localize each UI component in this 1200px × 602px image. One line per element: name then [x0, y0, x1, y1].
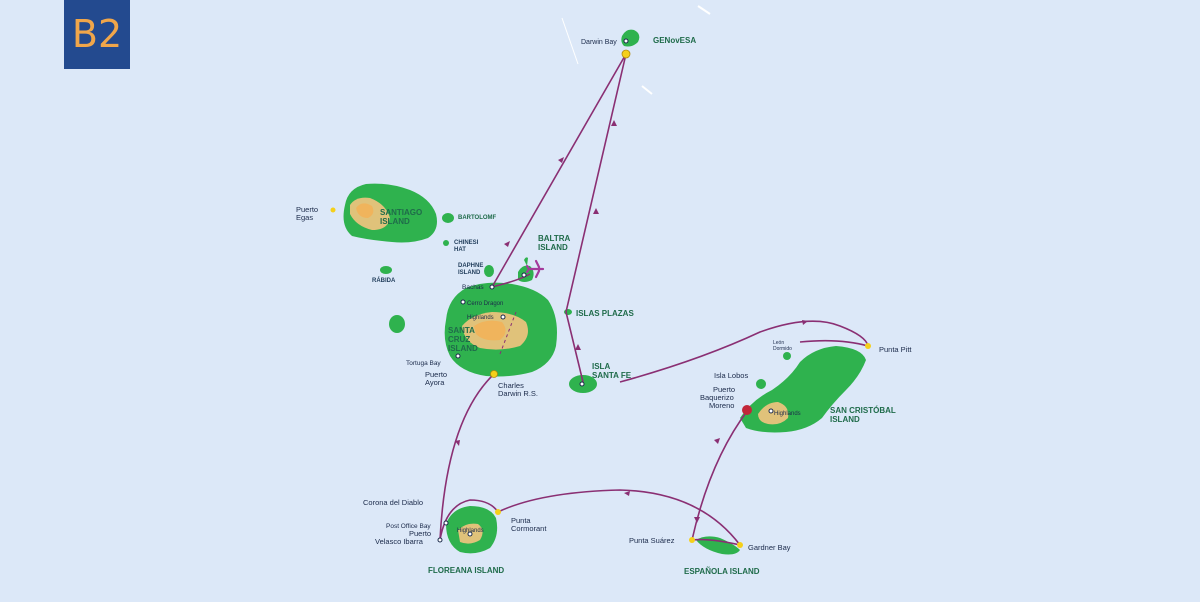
santa-cruz-island: [444, 282, 557, 377]
label-corona-del-diablo: Corona del Diablo: [363, 498, 423, 507]
rabida-island: [380, 266, 392, 274]
label-cerro-dragon: Cerro Dragon: [467, 301, 503, 307]
label-santa-cruz: ISLAND: [448, 344, 478, 353]
port-puerto-baquerizo: [742, 405, 752, 415]
santiago-island: [343, 183, 437, 243]
label-puerto-ayora: Ayora: [425, 378, 445, 387]
label-isla-lobos: Isla Lobos: [714, 371, 748, 380]
label-leon-dormido: Dormido: [773, 346, 792, 352]
label-baltra: BALTRA: [538, 234, 571, 243]
label-bartolome: BARTOLOMF: [458, 215, 497, 221]
label-baltra: ISLAND: [538, 243, 568, 252]
label-puerto-baquerizo: Moreno: [709, 401, 734, 410]
label-puerto-velasco: Velasco Ibarra: [375, 537, 424, 546]
label-punta-cormorant: Punta: [511, 516, 531, 525]
stop-puerto-egas: [330, 207, 336, 213]
stop-charles-darwin: [490, 370, 498, 378]
genovesa-island: [621, 29, 640, 47]
label-punta-suarez: Punta Suárez: [629, 536, 675, 545]
isla-lobos-islet: [756, 379, 766, 389]
label-chinese-hat: HAT: [454, 247, 466, 253]
label-puerto-velasco: Puerto: [409, 529, 431, 538]
label-charles-darwin: Darwin R.S.: [498, 389, 538, 398]
stop-punta-cormorant: [495, 509, 501, 515]
label-san-cristobal: ISLAND: [830, 415, 860, 424]
map-artifact: [697, 5, 711, 15]
daphne-island: [484, 265, 494, 277]
label-genovesa: GENovESA: [653, 36, 696, 45]
label-gardner-bay: Gardner Bay: [748, 543, 791, 552]
route-lines: [439, 53, 869, 546]
stop-gardner-bay: [737, 542, 743, 548]
airplane-icon: [525, 259, 545, 279]
bartolome-island: [442, 213, 454, 223]
route-arrows: [455, 120, 808, 523]
chinese-hat-island: [443, 240, 449, 246]
label-punta-pitt: Punta Pitt: [879, 345, 912, 354]
label-daphne: ISLAND: [458, 270, 481, 276]
label-rabida: RÁBIDA: [372, 277, 396, 284]
label-daphne: DAPHNE: [458, 263, 483, 269]
itinerary-badge: B2: [64, 0, 130, 69]
label-punta-cormorant: Cormorant: [511, 524, 547, 533]
label-santa-fe: ISLA: [592, 362, 610, 371]
stop-punta-pitt: [865, 343, 871, 349]
label-santa-cruz: CRUZ: [448, 335, 470, 344]
label-puerto-egas: Puerto: [296, 205, 318, 214]
route-stops: [330, 49, 871, 548]
label-highlands-floreana: Highlands: [457, 528, 484, 534]
leon-dormido-islet: [783, 352, 791, 360]
label-puerto-baquerizo: Baquerizo: [700, 393, 734, 402]
label-highlands-santa-cruz: Highlands: [467, 315, 494, 321]
label-chinese-hat: CHINESI: [454, 240, 479, 246]
stop-genovesa: [621, 49, 631, 59]
place-markers: [437, 38, 774, 543]
label-puerto-baquerizo: Puerto: [713, 385, 735, 394]
label-leon-dormido: León: [773, 340, 784, 346]
map-artifact: [641, 85, 653, 95]
map-artifact: [561, 17, 579, 65]
label-charles-darwin: Charles: [498, 381, 524, 390]
label-santa-cruz: SANTA: [448, 326, 475, 335]
label-darwin-bay: Darwin Bay: [581, 39, 617, 46]
label-floreana: FLOREANA ISLAND: [428, 566, 504, 575]
label-puerto-egas: Egas: [296, 213, 313, 222]
label-bachas: Bachas: [462, 284, 484, 291]
inland-route: [499, 311, 517, 355]
label-san-cristobal: SAN CRISTÓBAL: [830, 406, 896, 415]
label-highlands-san-cristobal: Highlands: [774, 411, 801, 417]
label-post-office-bay: Post Office Bay: [386, 523, 431, 530]
espanola-island: [696, 536, 740, 555]
stop-punta-suarez: [689, 537, 695, 543]
label-islas-plazas: ISLAS PLAZAS: [576, 309, 634, 318]
pinzon-island: [389, 315, 405, 333]
label-santa-fe: SANTA FE: [592, 371, 632, 380]
label-tortuga-bay: Tortuga Bay: [406, 360, 441, 367]
label-santiago: SANTIAGO: [380, 208, 422, 217]
label-santiago: ISLAND: [380, 217, 410, 226]
label-puerto-ayora: Puerto: [425, 370, 447, 379]
label-espanola: ESPAÑOLA ISLAND: [684, 567, 760, 576]
